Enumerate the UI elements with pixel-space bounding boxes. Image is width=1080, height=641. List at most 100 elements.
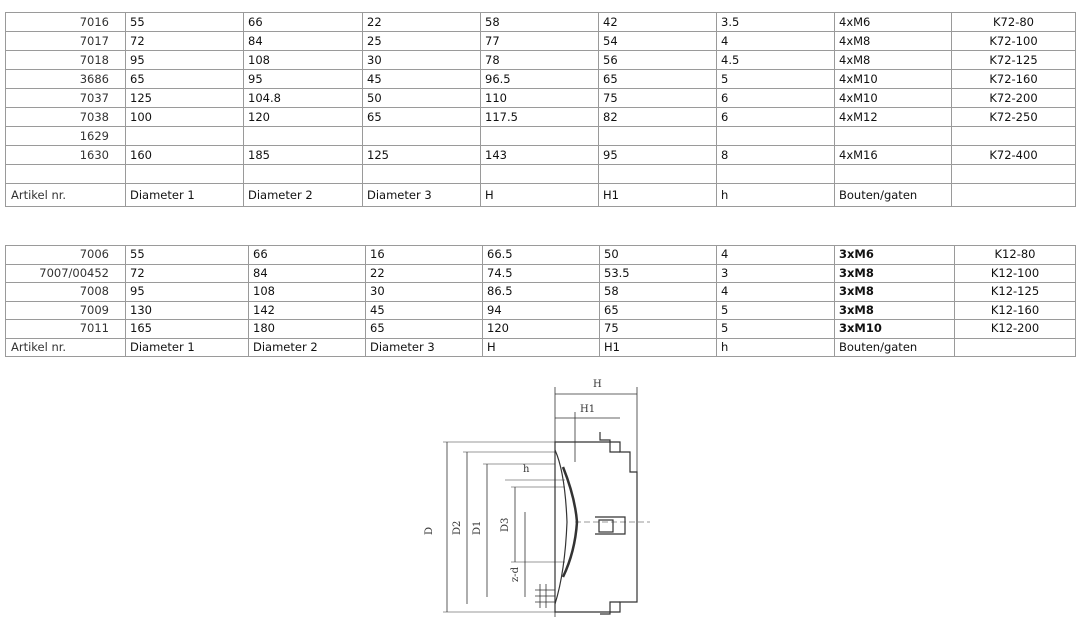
label-H: H: [593, 379, 602, 390]
label-h: h: [523, 464, 530, 475]
table-row: [5, 164, 1076, 184]
cell-article-number: 1629: [5, 126, 126, 146]
chuck-technical-drawing: H H1 h D D2 D1 D3 z-d: [424, 379, 650, 617]
table-cell: Bouten/gaten: [834, 337, 955, 357]
table-cell: 55: [125, 12, 244, 32]
table-cell: 72: [125, 31, 244, 51]
table-cell: 125: [362, 145, 481, 165]
table-cell: [480, 126, 599, 146]
table-cell: 82: [598, 107, 717, 127]
cell-article-number: 3686: [5, 69, 126, 89]
table-cell: 180: [248, 319, 366, 339]
table-cell: [834, 164, 952, 184]
table-cell: [951, 126, 1076, 146]
mounting-bolts: [535, 584, 555, 608]
table-cell: [598, 164, 717, 184]
table-cell: 30: [362, 50, 481, 70]
table-cell: H1: [599, 337, 717, 357]
table-cell: 72: [125, 263, 249, 283]
table-cell: 3xM10: [834, 319, 955, 339]
table-cell: 50: [362, 88, 481, 108]
table-cell: 3xM8: [834, 263, 955, 283]
table-cell: [954, 337, 1076, 357]
table-cell: Diameter 3: [362, 183, 481, 207]
table-cell: Diameter 1: [125, 337, 249, 357]
table-cell: 77: [480, 31, 599, 51]
table-cell: H: [480, 183, 599, 207]
table-cell: h: [716, 183, 835, 207]
table-cell: 143: [480, 145, 599, 165]
table-cell: 65: [362, 107, 481, 127]
label-D2: D2: [452, 521, 463, 535]
table-cell: [243, 126, 363, 146]
label-D3: D3: [500, 518, 511, 532]
table-cell: 120: [243, 107, 363, 127]
table-cell: 4: [716, 245, 835, 265]
table-cell: K72-160: [951, 69, 1076, 89]
cell-article-number: 7018: [5, 50, 126, 70]
table-cell: 4xM8: [834, 50, 952, 70]
table-cell: 4xM8: [834, 31, 952, 51]
table-cell: [125, 164, 244, 184]
table-cell: 4xM10: [834, 69, 952, 89]
table-cell: 84: [248, 263, 366, 283]
table-cell: 4: [716, 282, 835, 302]
table-cell: 95: [598, 145, 717, 165]
table-cell: 4xM16: [834, 145, 952, 165]
table-cell: [716, 164, 835, 184]
table-cell: 165: [125, 319, 249, 339]
table-cell: [362, 126, 481, 146]
table-cell: 56: [598, 50, 717, 70]
table-cell: [243, 164, 363, 184]
table-cell: K72-125: [951, 50, 1076, 70]
cell-article-number: Artikel nr.: [5, 337, 126, 357]
table-cell: 75: [598, 88, 717, 108]
table-cell: K72-100: [951, 31, 1076, 51]
table-cell: 96.5: [480, 69, 599, 89]
jaw-steps-upper: [599, 432, 620, 453]
table-row: 1629: [5, 126, 1076, 146]
jaw-bolt: [598, 519, 614, 533]
table-cell: K12-200: [954, 319, 1076, 339]
table-cell: K72-200: [951, 88, 1076, 108]
table-cell: 185: [243, 145, 363, 165]
cell-article-number: [5, 164, 126, 184]
table-cell: 110: [480, 88, 599, 108]
rear-plate: [554, 449, 568, 605]
table-cell: 42: [598, 12, 717, 32]
table-cell: 4: [716, 31, 835, 51]
table-cell: 5: [716, 300, 835, 320]
table-cell: 4xM6: [834, 12, 952, 32]
table-cell: 5: [716, 69, 835, 89]
center-bore: [595, 516, 626, 535]
table-cell: 3xM6: [834, 245, 955, 265]
table-cell: 22: [365, 263, 483, 283]
table-cell: Diameter 2: [243, 183, 363, 207]
cell-article-number: 7007/00452: [5, 263, 126, 283]
table-cell: 53.5: [599, 263, 717, 283]
table-cell: 3xM8: [834, 282, 955, 302]
table-cell: K12-160: [954, 300, 1076, 320]
table-cell: 120: [482, 319, 600, 339]
table-cell: Bouten/gaten: [834, 183, 952, 207]
table-cell: 3.5: [716, 12, 835, 32]
table-cell: 95: [125, 50, 244, 70]
table-cell: 65: [125, 69, 244, 89]
table-cell: Diameter 3: [365, 337, 483, 357]
cell-article-number: 7037: [5, 88, 126, 108]
table-cell: 3: [716, 263, 835, 283]
table-cell: 94: [482, 300, 600, 320]
